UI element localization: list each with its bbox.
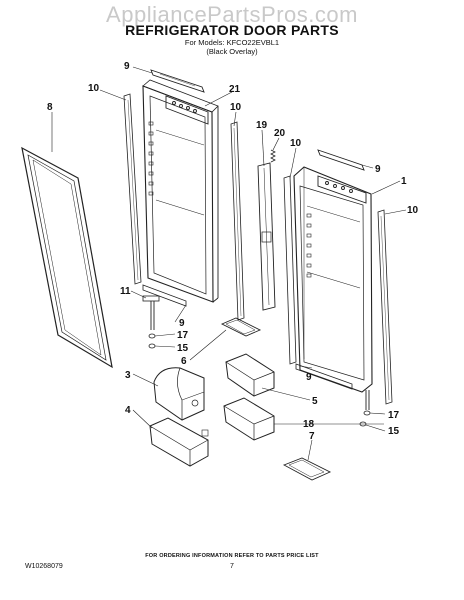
callout-10: 10 <box>230 102 242 113</box>
callout-6: 6 <box>181 356 187 367</box>
callout-17: 17 <box>177 330 189 341</box>
trim-strip-middle <box>230 121 245 321</box>
callout-7: 7 <box>309 431 315 442</box>
page-number: 7 <box>230 563 234 570</box>
ordering-note: FOR ORDERING INFORMATION REFER TO PARTS … <box>145 553 319 559</box>
callout-20: 20 <box>274 128 286 139</box>
left-door <box>142 79 219 303</box>
door-bin-lower <box>223 397 275 441</box>
callout-1: 1 <box>401 176 407 187</box>
callout-8: 8 <box>47 102 53 113</box>
callout-18: 18 <box>303 419 315 430</box>
callout-3: 3 <box>125 370 131 381</box>
callout-9: 9 <box>179 318 185 329</box>
hinge-hardware-left <box>142 295 160 349</box>
dispenser-cover <box>153 367 205 421</box>
callout-9: 9 <box>124 61 130 72</box>
shelf-tray-small <box>220 317 262 337</box>
callout-17: 17 <box>388 410 400 421</box>
leader-lines <box>51 66 407 461</box>
callout-labels: 9 10 8 21 10 19 20 10 9 1 10 11 9 17 15 … <box>47 61 419 442</box>
hinge-hardware-right <box>359 390 371 427</box>
bottom-cap-left <box>142 284 187 307</box>
top-cap-right <box>317 149 365 171</box>
right-door-top <box>317 175 367 204</box>
models-line: For Models: KFCO22EVBL1 <box>184 38 280 47</box>
door-gasket <box>21 146 113 369</box>
callout-9: 9 <box>375 164 381 175</box>
overlay-line: (Black Overlay) <box>206 47 258 56</box>
callout-10: 10 <box>290 138 302 149</box>
page-title: REFRIGERATOR DOOR PARTS <box>125 22 339 38</box>
document-number: W10268079 <box>25 563 63 570</box>
shelf-tray-bottom <box>282 457 332 481</box>
trim-strip-left <box>123 93 142 285</box>
door-bin-upper <box>225 353 275 397</box>
callout-11: 11 <box>120 286 131 297</box>
dispenser-panel <box>165 95 209 125</box>
callout-15: 15 <box>177 343 189 354</box>
spring <box>270 149 276 163</box>
callout-19: 19 <box>256 120 268 131</box>
callout-9: 9 <box>306 372 312 383</box>
watermark: AppliancePartsPros.com <box>106 2 358 27</box>
top-cap-left <box>150 69 205 93</box>
callout-10: 10 <box>407 205 419 216</box>
callout-4: 4 <box>125 405 131 416</box>
trim-strip-right-inner <box>283 175 297 365</box>
flapper-bar <box>257 162 276 311</box>
dispenser-cradle <box>149 417 209 467</box>
callout-15: 15 <box>388 426 400 437</box>
callout-10: 10 <box>88 83 100 94</box>
bottom-cap-right <box>295 363 353 390</box>
right-door <box>293 166 373 393</box>
trim-strip-right <box>377 209 393 405</box>
callout-5: 5 <box>312 396 318 407</box>
callout-21: 21 <box>229 84 241 95</box>
